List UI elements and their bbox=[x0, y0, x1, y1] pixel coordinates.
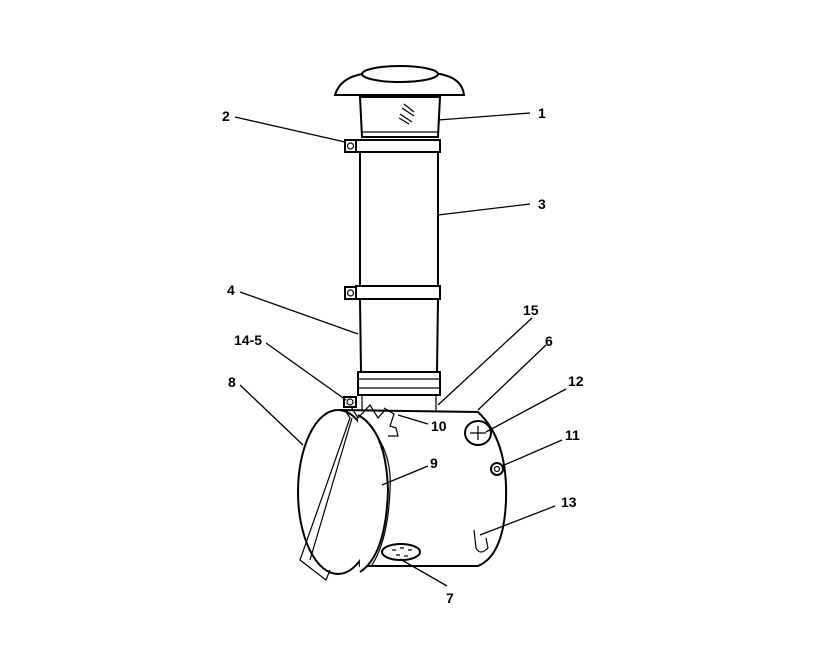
callout-6: 6 bbox=[545, 333, 553, 349]
leader-lines bbox=[234, 112, 567, 587]
precleaner-cap bbox=[333, 65, 466, 138]
callout-9: 9 bbox=[430, 455, 438, 471]
hook-icon bbox=[473, 529, 489, 553]
callout-14-5: 14-5 bbox=[234, 332, 262, 348]
callout-4: 4 bbox=[227, 282, 235, 298]
dust-valve-icon bbox=[381, 543, 421, 561]
clamp-upper bbox=[344, 139, 441, 153]
callout-12: 12 bbox=[568, 373, 584, 389]
callout-2: 2 bbox=[222, 108, 230, 124]
callout-10: 10 bbox=[431, 418, 447, 434]
intake-tube bbox=[359, 151, 439, 288]
callout-3: 3 bbox=[538, 196, 546, 212]
callout-8: 8 bbox=[228, 374, 236, 390]
plug-icon bbox=[490, 462, 504, 476]
service-indicator-icon bbox=[464, 420, 492, 446]
air-cleaner-housing bbox=[297, 396, 508, 581]
hose bbox=[357, 298, 441, 412]
callout-7: 7 bbox=[446, 590, 454, 606]
callout-labels: 1 2 3 4 14-5 8 15 6 12 11 10 9 13 7 bbox=[222, 105, 584, 606]
screen-icon bbox=[398, 103, 415, 125]
callout-11: 11 bbox=[565, 427, 580, 443]
callout-15: 15 bbox=[523, 302, 539, 318]
clamp-lower bbox=[344, 285, 441, 300]
callout-13: 13 bbox=[561, 494, 577, 510]
callout-1: 1 bbox=[538, 105, 546, 121]
